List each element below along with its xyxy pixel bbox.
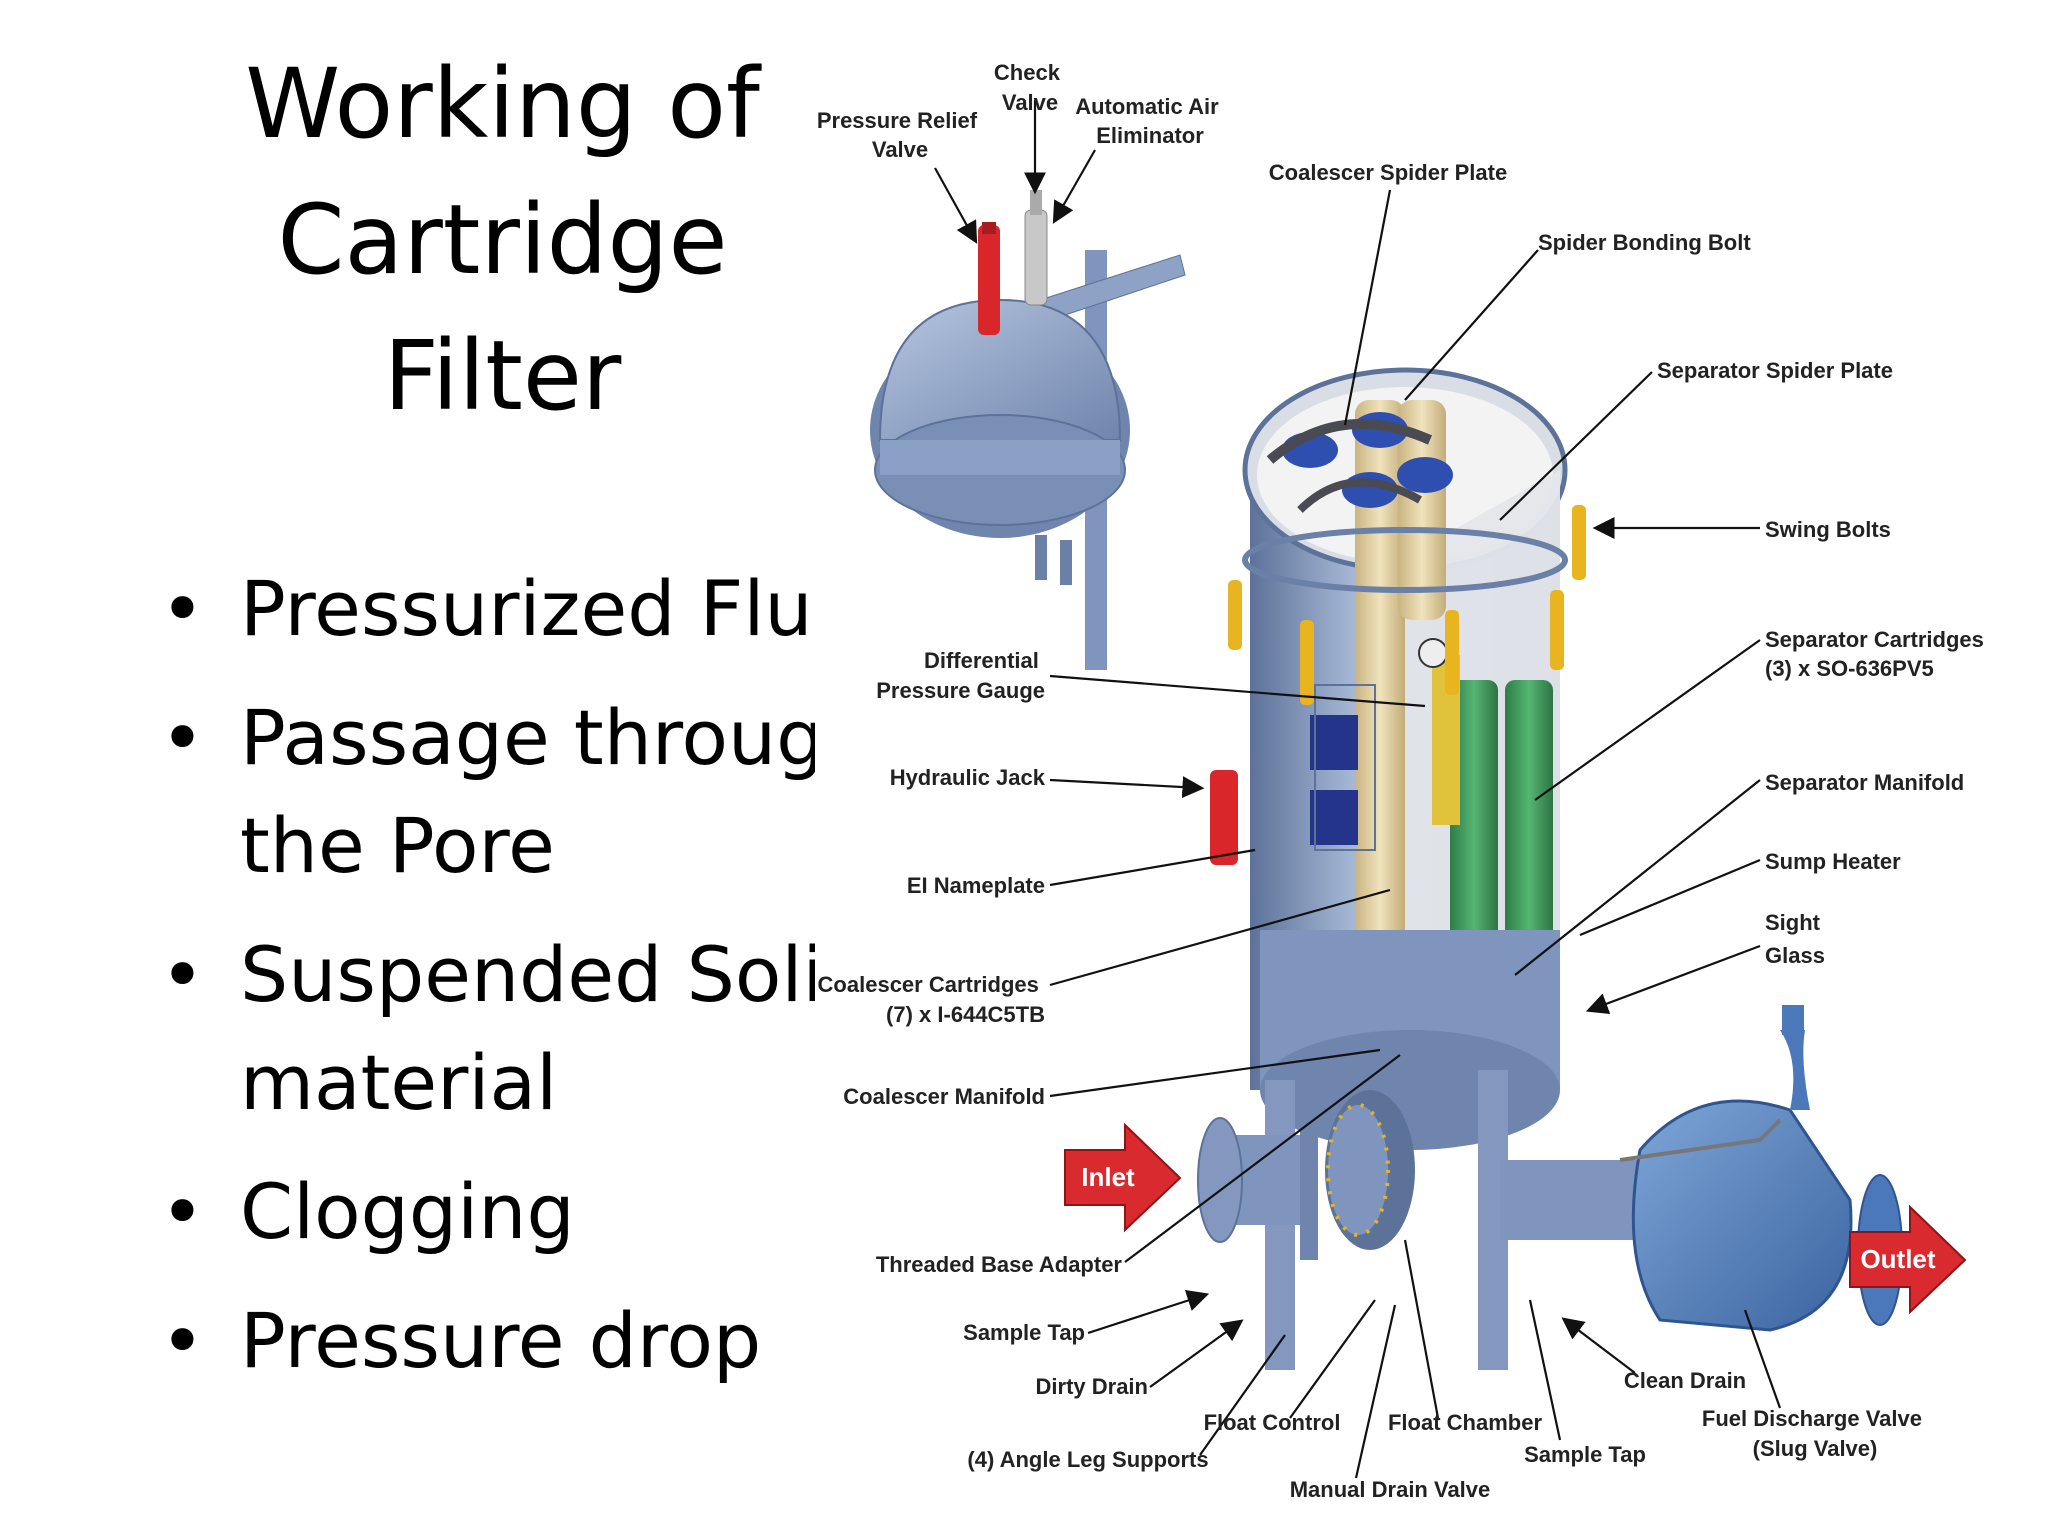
inlet-label: Inlet (1081, 1162, 1135, 1192)
label-clean-drain: Clean Drain (1624, 1368, 1746, 1393)
bullet-text: Passage through (240, 693, 815, 782)
inlet-arrow: Inlet (1064, 1122, 1182, 1233)
label-ei-nameplate: EI Nameplate (907, 873, 1045, 898)
bullet-text: Suspended Solid (240, 930, 815, 1019)
bullet-dot: • (160, 1296, 205, 1385)
label-fuel-discharge-valve: Fuel Discharge Valve (Slug Valve) (1702, 1406, 1928, 1461)
label-manual-drain-valve: Manual Drain Valve (1290, 1477, 1491, 1502)
label-sample-tap-right: Sample Tap (1524, 1442, 1646, 1467)
label-swing-bolts: Swing Bolts (1765, 517, 1891, 542)
label-sample-tap-left: Sample Tap (963, 1320, 1085, 1345)
label-sight-glass: Sight Glass (1765, 910, 1826, 968)
outlet-arrow: Outlet (1849, 1204, 1967, 1315)
bullet-dot: • (160, 1167, 205, 1256)
text-panel: Working of Cartridge Filter • Pressurize… (0, 0, 815, 1536)
float-chamber-part (1325, 1090, 1415, 1250)
label-coalescer-spider-plate: Coalescer Spider Plate (1269, 160, 1507, 185)
air-eliminator-part (1024, 190, 1048, 306)
inlet-piping (1197, 1117, 1300, 1243)
label-pressure-relief-valve: Pressure Relief Valve (817, 108, 983, 162)
label-hydraulic-jack: Hydraulic Jack (890, 765, 1046, 790)
title-line: Cartridge (277, 184, 728, 296)
leader-lines (934, 100, 1782, 1479)
bullet-item: • Passage through the Pore (160, 684, 815, 900)
bullet-item: • Pressurized Fluid (160, 555, 815, 663)
label-differential-pressure-gauge: Differential Pressure Gauge (876, 648, 1045, 703)
hydraulic-jack-part (1210, 770, 1238, 865)
title-line: Working of (245, 48, 760, 160)
label-angle-leg-supports: (4) Angle Leg Supports (967, 1447, 1208, 1472)
bullet-dot: • (160, 564, 205, 653)
label-sump-heater: Sump Heater (1765, 849, 1901, 874)
label-float-chamber: Float Chamber (1388, 1410, 1542, 1435)
filter-vessel (1242, 367, 1568, 1150)
label-separator-cartridges: Separator Cartridges (3) x SO-636PV5 (1765, 627, 1990, 681)
bullet-text: Pressure drop (240, 1296, 762, 1385)
pressure-relief-valve-part (978, 222, 1000, 335)
label-coalescer-manifold: Coalescer Manifold (843, 1084, 1045, 1109)
outlet-label: Outlet (1860, 1244, 1935, 1274)
label-threaded-base-adapter: Threaded Base Adapter (876, 1252, 1123, 1277)
bullet-text: Clogging (240, 1167, 575, 1256)
title-line: Filter (383, 320, 622, 432)
bullet-item: • Pressure drop (160, 1287, 815, 1395)
label-separator-manifold: Separator Manifold (1765, 770, 1964, 795)
bullet-item: • Clogging (160, 1158, 815, 1266)
bullet-dot: • (160, 930, 205, 1019)
label-coalescer-cartridges: Coalescer Cartridges (7) x I-644C5TB (818, 972, 1045, 1027)
label-check-valve: Check Valve (994, 60, 1066, 115)
diagram-labels: Check Valve Pressure Relief Valve Automa… (817, 60, 1990, 1502)
bullet-text: the Pore (240, 801, 555, 890)
bullet-dot: • (160, 693, 205, 782)
filter-lid (870, 250, 1186, 670)
outlet-piping (1500, 1005, 1903, 1332)
slide-title: Working of Cartridge Filter (145, 36, 815, 444)
label-float-control: Float Control (1204, 1410, 1341, 1435)
label-dirty-drain: Dirty Drain (1036, 1374, 1148, 1399)
bullet-list: • Pressurized Fluid • Passage through th… (160, 555, 815, 1416)
label-automatic-air-eliminator: Automatic Air Eliminator (1075, 94, 1225, 148)
swing-bolts-parts (1228, 505, 1586, 705)
label-separator-spider-plate: Separator Spider Plate (1657, 358, 1893, 383)
label-spider-bonding-bolt: Spider Bonding Bolt (1538, 230, 1751, 255)
bullet-text: Pressurized Fluid (240, 564, 815, 653)
bullet-item: • Suspended Solid material (160, 921, 815, 1137)
bullet-text: material (240, 1038, 558, 1127)
